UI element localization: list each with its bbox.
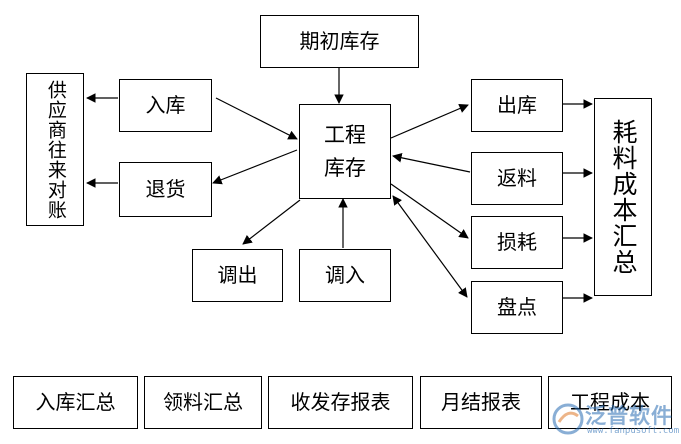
node-project-inventory: 工程 库存 [299, 104, 391, 199]
node-stock-in-label: 入库 [145, 93, 186, 117]
watermark-text: 泛普软件 [585, 404, 673, 428]
node-opening-inventory-label: 期初库存 [299, 29, 380, 53]
node-material-return: 返料 [471, 152, 563, 205]
node-supplier-account-label: 供应商往来对账 [44, 79, 67, 220]
watermark-url: www.fanpusoft.com [587, 426, 680, 436]
node-return-goods: 退货 [119, 162, 212, 217]
report-project-cost-label: 工程成本 [570, 390, 650, 414]
node-stock-in: 入库 [119, 79, 212, 132]
node-return-goods-label: 退货 [145, 177, 186, 201]
arrow-project-to-loss [390, 183, 469, 239]
report-monthly-closing-label: 月结报表 [441, 390, 521, 414]
node-project-inventory-line2: 库存 [324, 155, 366, 180]
arrow-project-to-return [212, 149, 298, 185]
logo-icon [552, 403, 584, 435]
node-opening-inventory: 期初库存 [260, 15, 419, 68]
node-transfer-in: 调入 [299, 249, 391, 302]
node-cost-summary: 耗料成本汇总 [594, 98, 652, 296]
report-stock-in-summary-label: 入库汇总 [35, 390, 116, 414]
node-transfer-out: 调出 [192, 249, 283, 302]
node-project-inventory-line1: 工程 [324, 122, 366, 147]
node-material-return-label: 返料 [497, 166, 537, 190]
arrow-project-to-transferout [242, 199, 301, 245]
watermark-logo: 泛普软件 www.fanpusoft.com [551, 398, 680, 440]
node-loss: 损耗 [471, 216, 563, 269]
report-material-requisition-summary: 领料汇总 [144, 376, 262, 429]
node-cost-summary-label: 耗料成本汇总 [609, 119, 638, 275]
arrow-stockin-to-project [215, 97, 298, 140]
node-loss-label: 损耗 [497, 230, 537, 254]
node-supplier-account: 供应商往来对账 [26, 73, 84, 226]
node-stock-check: 盘点 [471, 281, 563, 334]
node-stock-out-label: 出库 [497, 93, 537, 117]
report-stock-in-summary: 入库汇总 [13, 376, 138, 429]
report-monthly-closing: 月结报表 [420, 376, 542, 429]
arrow-project-to-stockout [390, 103, 469, 139]
node-transfer-out-label: 调出 [217, 263, 258, 287]
report-inventory-flow: 收发存报表 [268, 376, 413, 429]
node-transfer-in-label: 调入 [325, 263, 365, 287]
report-material-requisition-summary-label: 领料汇总 [163, 390, 243, 414]
report-project-cost: 工程成本 [548, 376, 672, 429]
node-stock-out: 出库 [471, 79, 563, 132]
node-stock-check-label: 盘点 [497, 295, 537, 319]
report-inventory-flow-label: 收发存报表 [290, 390, 391, 414]
arrow-project-check-bidirectional [392, 195, 468, 298]
arrow-materialreturn-to-project [392, 153, 471, 173]
